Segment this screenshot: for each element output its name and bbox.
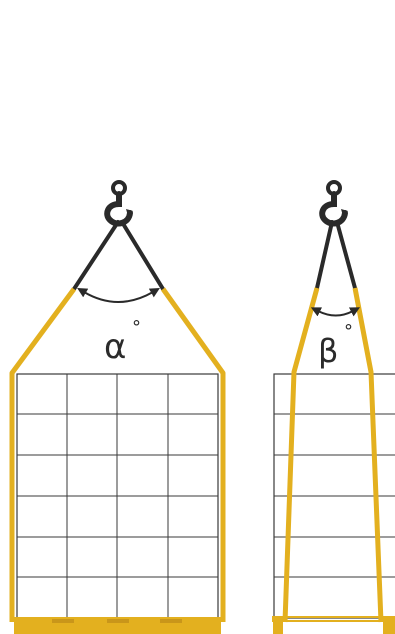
- alpha-label: α: [104, 327, 126, 367]
- left-crane-hook-icon: [107, 182, 133, 224]
- left-upper-leg-right: [122, 222, 163, 289]
- left-load-group: α °: [12, 182, 223, 634]
- beta-label: β: [318, 332, 338, 370]
- left-upper-leg-left: [74, 222, 118, 289]
- alpha-degree-sign: °: [132, 317, 141, 338]
- right-upper-leg-left: [317, 222, 332, 288]
- right-angle-arc-icon: [318, 311, 353, 316]
- left-angle-arc-icon: [84, 292, 153, 302]
- right-load-group: β °: [273, 182, 395, 634]
- left-pallet-slots: [52, 619, 182, 623]
- right-pallet: [273, 617, 395, 634]
- right-upper-leg-right: [337, 222, 355, 288]
- right-crane-hook-icon: [322, 182, 348, 224]
- beta-degree-sign: °: [344, 321, 353, 342]
